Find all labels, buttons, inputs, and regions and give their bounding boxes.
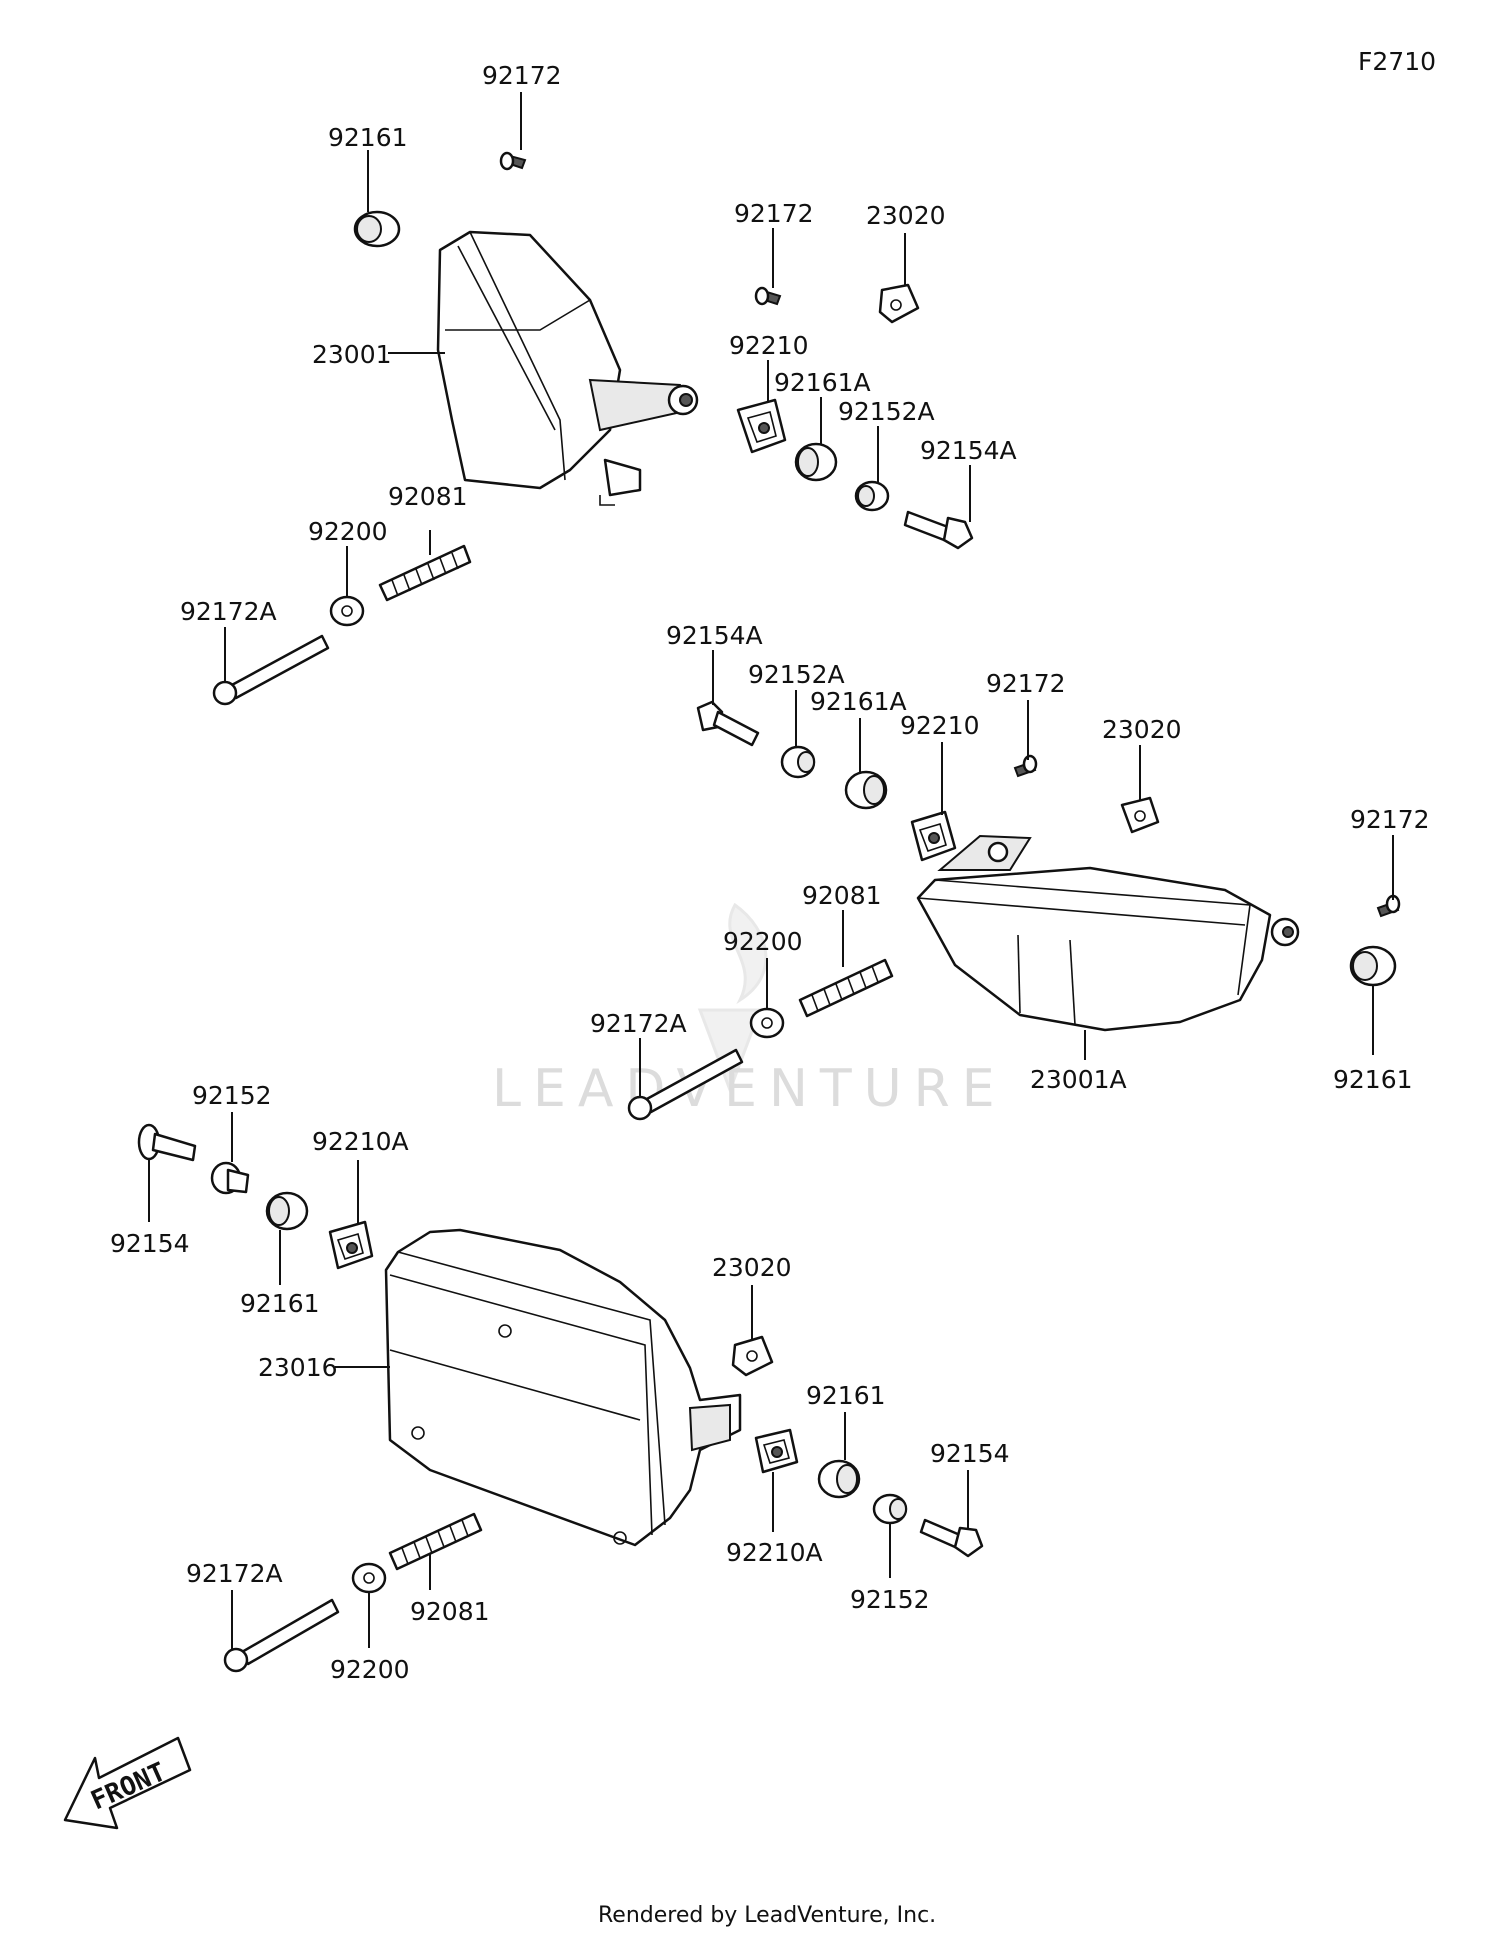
washer-92200-b bbox=[749, 1007, 785, 1039]
washer-92200-a bbox=[329, 595, 365, 627]
label-92172A: 92172A bbox=[590, 1009, 687, 1038]
label-23016: 23016 bbox=[258, 1353, 338, 1382]
label-92210: 92210 bbox=[729, 331, 809, 360]
collar-92152A-b bbox=[780, 745, 816, 779]
bolt-92154A-a bbox=[903, 510, 974, 550]
watermark-logo bbox=[697, 902, 768, 1095]
label-92172A: 92172A bbox=[180, 597, 277, 626]
screw-92172A-b bbox=[627, 1048, 744, 1121]
washer-92200-c bbox=[351, 1562, 387, 1594]
label-92152: 92152 bbox=[850, 1585, 930, 1614]
headlight-23001A-part bbox=[916, 834, 1300, 1032]
label-92161A: 92161A bbox=[810, 687, 907, 716]
screw-92172-b bbox=[754, 286, 782, 306]
nut-23020-c bbox=[731, 1335, 774, 1377]
bolt-92154A-b bbox=[696, 700, 760, 747]
label-92081: 92081 bbox=[802, 881, 882, 910]
label-23020: 23020 bbox=[866, 201, 946, 230]
grommet-92161-d bbox=[817, 1459, 861, 1499]
screw-92172A-c bbox=[223, 1598, 340, 1673]
watermark-text: LEADVENTURE bbox=[492, 1059, 1007, 1119]
label-92210A: 92210A bbox=[726, 1538, 823, 1567]
label-92210A: 92210A bbox=[312, 1127, 409, 1156]
label-92172: 92172 bbox=[482, 61, 562, 90]
spring-92081-b bbox=[798, 958, 894, 1018]
screw-92172-c bbox=[1013, 754, 1038, 778]
grommet-92161-a bbox=[353, 210, 401, 248]
label-23020: 23020 bbox=[1102, 715, 1182, 744]
label-92200: 92200 bbox=[308, 517, 388, 546]
clip-92210A-a bbox=[328, 1220, 374, 1270]
collar-92152-a bbox=[210, 1161, 250, 1195]
label-92161: 92161 bbox=[806, 1381, 886, 1410]
diagram-code: F2710 bbox=[1358, 47, 1436, 76]
label-92200: 92200 bbox=[330, 1655, 410, 1684]
label-92081: 92081 bbox=[388, 482, 468, 511]
label-92161: 92161 bbox=[1333, 1065, 1413, 1094]
label-92172: 92172 bbox=[1350, 805, 1430, 834]
label-23001: 23001 bbox=[312, 340, 392, 369]
label-92161: 92161 bbox=[240, 1289, 320, 1318]
grommet-92161A-b bbox=[844, 770, 888, 810]
label-92154: 92154 bbox=[930, 1439, 1010, 1468]
headlight-23016-part bbox=[384, 1228, 742, 1547]
label-92172: 92172 bbox=[734, 199, 814, 228]
label-92154A: 92154A bbox=[666, 621, 763, 650]
nut-23020-a bbox=[878, 283, 920, 324]
label-92172: 92172 bbox=[986, 669, 1066, 698]
label-92154: 92154 bbox=[110, 1229, 190, 1258]
label-92200: 92200 bbox=[723, 927, 803, 956]
collar-92152-b bbox=[872, 1493, 908, 1525]
front-arrow: FRONT bbox=[63, 1736, 192, 1830]
grommet-92161A-a bbox=[794, 442, 838, 482]
screw-92172-d bbox=[1376, 894, 1401, 918]
spring-92081-c bbox=[388, 1512, 483, 1571]
nut-23020-b bbox=[1120, 796, 1160, 834]
clip-92210A-b bbox=[754, 1428, 799, 1474]
clip-92210-b bbox=[910, 810, 957, 862]
grommet-92161-c bbox=[265, 1191, 309, 1231]
headlight-23001-part bbox=[436, 230, 699, 506]
label-23001A: 23001A bbox=[1030, 1065, 1127, 1094]
label-92081: 92081 bbox=[410, 1597, 490, 1626]
label-92210: 92210 bbox=[900, 711, 980, 740]
screw-92172A-a bbox=[212, 634, 330, 706]
spring-92081-a bbox=[378, 544, 472, 602]
label-92152A: 92152A bbox=[748, 660, 845, 689]
label-92154A: 92154A bbox=[920, 436, 1017, 465]
label-92152: 92152 bbox=[192, 1081, 272, 1110]
collar-92152A-a bbox=[854, 480, 890, 512]
bolt-92154-b bbox=[919, 1518, 984, 1558]
grommet-92161-b bbox=[1349, 945, 1397, 987]
label-23020: 23020 bbox=[712, 1253, 792, 1282]
label-92161A: 92161A bbox=[774, 368, 871, 397]
footer-credit: Rendered by LeadVenture, Inc. bbox=[598, 1903, 936, 1928]
clip-92210-a bbox=[736, 398, 787, 454]
screw-92172-a bbox=[499, 151, 527, 171]
bolt-92154-a bbox=[137, 1123, 197, 1162]
label-92161: 92161 bbox=[328, 123, 408, 152]
label-92152A: 92152A bbox=[838, 397, 935, 426]
label-92172A: 92172A bbox=[186, 1559, 283, 1588]
